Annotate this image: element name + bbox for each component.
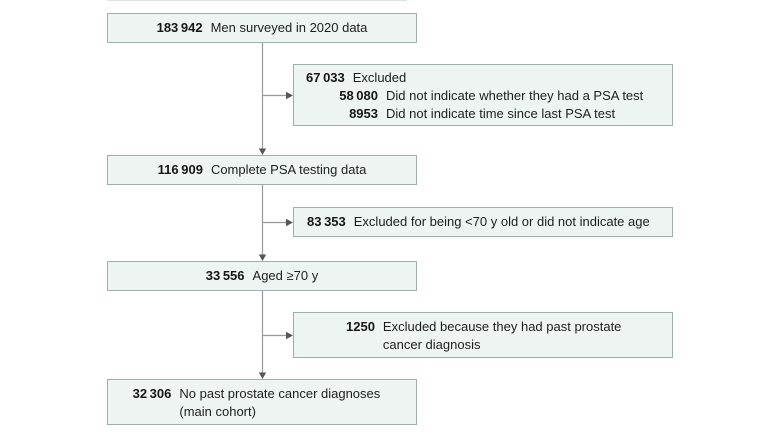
box-excluded-age: 83 353 Excluded for being <70 y old or d… [293,207,673,237]
label-aged-70: Aged ≥70 y [252,268,319,283]
label-excluded-age: Excluded for being <70 y old or did not … [353,214,650,229]
count-aged-70: 33 556 [205,268,245,283]
box-men-surveyed: 183 942 Men surveyed in 2020 data [107,13,417,43]
count-excluded-past-cancer: 1250 [346,319,375,334]
count-no-time-indication: 8953 [349,106,378,121]
label-complete-psa: Complete PSA testing data [210,162,367,177]
label-excluded-past-cancer: Excluded because they had past prostate … [382,319,622,352]
count-men-surveyed: 183 942 [156,20,203,35]
count-complete-psa: 116 909 [157,162,203,177]
box-complete-psa-data: 116 909 Complete PSA testing data [107,155,417,185]
box-excluded-psa: 67 033 Excluded 58 080 Did not indicate … [293,64,673,126]
arrow-branch-2 [262,218,293,227]
box-excluded-past-cancer: 1250 Excluded because they had past pros… [293,312,673,358]
arrow-branch-3 [262,331,293,340]
crop-artifact-line [107,0,407,1]
count-excluded-psa: 67 033 [306,70,345,85]
excluded-psa-sub-row: 8953 Did not indicate time since last PS… [294,105,672,123]
box-main-cohort: 32 306 No past prostate cancer diagnoses… [107,379,417,425]
label-excluded-psa: Excluded [352,70,407,85]
label-no-time-indication: Did not indicate time since last PSA tes… [386,106,616,121]
label-main-cohort: No past prostate cancer diagnoses (main … [179,386,381,419]
count-excluded-age: 83 353 [307,214,346,229]
count-main-cohort: 32 306 [132,386,172,401]
arrow-branch-1 [262,91,293,100]
label-no-psa-indication: Did not indicate whether they had a PSA … [386,88,644,103]
arrow-down-2 [258,185,267,261]
box-aged-70: 33 556 Aged ≥70 y [107,261,417,291]
arrow-down-3 [258,291,267,379]
excluded-psa-sub-row: 58 080 Did not indicate whether they had… [294,87,672,105]
label-men-surveyed: Men surveyed in 2020 data [210,20,368,35]
excluded-psa-total-row: 67 033 Excluded [294,69,672,87]
count-no-psa-indication: 58 080 [339,88,378,103]
arrow-down-1 [258,43,267,155]
